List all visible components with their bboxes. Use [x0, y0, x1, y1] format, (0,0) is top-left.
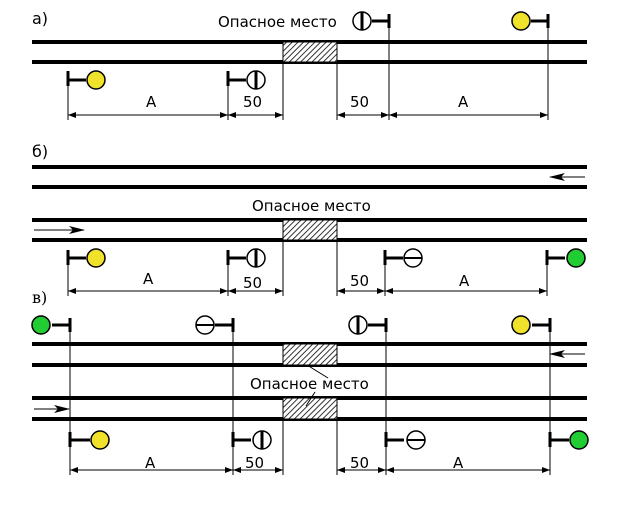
green-lamp-icon	[545, 248, 586, 268]
stop-signal-vertical-bar-icon	[226, 70, 266, 90]
stop-signal-vertical-bar-icon	[352, 11, 391, 31]
danger-label-v: Опасное место	[250, 375, 369, 393]
green-lamp-icon	[31, 315, 72, 335]
dim-b-3: 50	[350, 272, 369, 290]
section-v: в) Опасное место А 50 50 А	[31, 288, 589, 475]
dim-a-2: 50	[243, 93, 262, 111]
dim-b-1: А	[143, 270, 154, 288]
green-lamp-icon	[548, 430, 589, 450]
dim-v-4: А	[453, 454, 464, 472]
danger-label-a: Опасное место	[218, 13, 337, 31]
danger-label-b: Опасное место	[252, 197, 371, 215]
dim-v-2: 50	[245, 454, 264, 472]
dim-a-1: А	[146, 93, 157, 111]
danger-zone-a	[282, 41, 338, 63]
yellow-lamp-icon	[66, 70, 106, 90]
section-b-label: б)	[32, 142, 48, 161]
section-v-label: в)	[32, 288, 47, 307]
dim-b-4: А	[459, 272, 470, 290]
section-a-label: а)	[32, 9, 48, 28]
section-a: а) Опасное место А 50 50 А	[32, 9, 587, 120]
stop-signal-vertical-bar-icon	[226, 248, 266, 268]
yellow-lamp-icon	[66, 248, 106, 268]
dim-a-4: А	[458, 93, 469, 111]
dim-v-3: 50	[350, 454, 369, 472]
stop-signal-horizontal-bar-icon	[383, 248, 423, 268]
stop-signal-vertical-bar-icon	[348, 315, 388, 335]
yellow-lamp-icon	[511, 11, 550, 31]
yellow-lamp-icon	[511, 315, 552, 335]
stop-signal-horizontal-bar-icon	[195, 315, 235, 335]
stop-signal-vertical-bar-icon	[231, 430, 272, 450]
danger-zone-v-lower	[282, 397, 338, 420]
yellow-lamp-icon	[68, 430, 110, 450]
section-b: б) Опасное место А 50 50 А	[32, 142, 587, 296]
dim-b-2: 50	[243, 274, 262, 292]
danger-zone-v-upper	[282, 343, 338, 366]
stop-signal-horizontal-bar-icon	[384, 430, 426, 450]
dim-v-1: А	[145, 454, 156, 472]
dim-a-3: 50	[350, 93, 369, 111]
danger-zone-b	[282, 219, 338, 241]
